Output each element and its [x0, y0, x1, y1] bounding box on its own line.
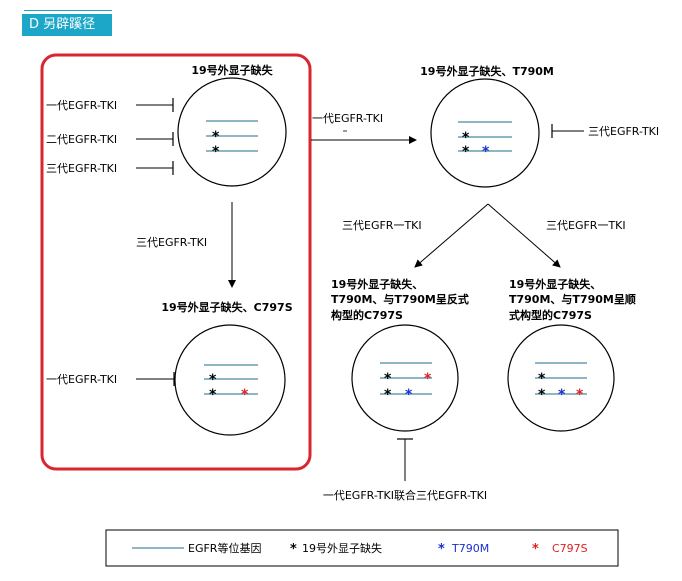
arrow-n3-n5-label: 三代EGFR一TKI — [546, 219, 626, 232]
node1-del19-marker: * — [212, 129, 220, 145]
legend-c797s-label: C797S — [552, 542, 588, 555]
arrow-n3-n4-label: 三代EGFR一TKI — [342, 219, 422, 232]
node1-cell — [177, 77, 287, 187]
node5-cell — [507, 324, 615, 432]
legend-t790m-label: T790M — [451, 542, 489, 555]
legend-del19-marker: * — [290, 542, 297, 557]
node1-title: 19号外显子缺失 — [191, 63, 273, 77]
node4-title-line: 19号外显子缺失、 — [331, 277, 423, 291]
node1-inhibitor-label: 二代EGFR-TKI — [46, 133, 117, 146]
node2-del19-marker: * — [209, 372, 217, 388]
node3-inhibitor-label: 三代EGFR-TKI — [588, 125, 659, 138]
node5-title-line: 式构型的C797S — [509, 308, 592, 322]
node3-cell — [430, 78, 540, 188]
node2-title: 19号外显子缺失、C797S — [161, 300, 292, 314]
node4-del19-marker: * — [384, 371, 392, 387]
header-rule — [24, 10, 112, 11]
node4-del19-marker: * — [384, 387, 392, 403]
node5-c797s-marker: * — [576, 387, 584, 403]
node4-t790m-marker: * — [405, 387, 413, 403]
legend-c797s-marker: * — [532, 542, 539, 557]
node2-inhibitor-label: 一代EGFR-TKI — [46, 373, 117, 386]
combo-inhibitor-label: 一代EGFR-TKI联合三代EGFR-TKI — [323, 488, 487, 502]
legend-gene-label: EGFR等位基因 — [188, 541, 261, 555]
node3-del19-marker: * — [462, 130, 470, 146]
highlight-frame — [40, 53, 312, 471]
node4-title-line: T790M、与T790M呈反式 — [331, 292, 469, 306]
node2-del19-marker: * — [209, 387, 217, 403]
arrow-n1-n2-label: 三代EGFR-TKI — [136, 236, 207, 249]
section-label: D 另辟蹊径 — [22, 14, 112, 36]
legend-t790m-marker: * — [438, 542, 445, 557]
node1-inhibitor-label: 三代EGFR-TKI — [46, 162, 117, 175]
arrow-n3-n4 — [414, 203, 489, 268]
node5-title-line: 19号外显子缺失、 — [509, 277, 601, 291]
node2-c797s-marker: * — [241, 387, 249, 403]
legend-box — [105, 529, 619, 567]
node1-inhibitor-label: 一代EGFR-TKI — [46, 99, 117, 112]
arrow-n3-n5 — [487, 203, 561, 268]
node1-del19-marker: * — [212, 144, 220, 160]
arrow-n1-n3-label: 一代EGFR-TKI — [312, 112, 383, 125]
node4-title-line: 构型的C797S — [331, 308, 403, 322]
node5-del19-marker: * — [538, 387, 546, 403]
node3-del19-marker: * — [462, 144, 470, 160]
legend-del19-label: 19号外显子缺失 — [302, 541, 382, 555]
node3-title: 19号外显子缺失、T790M — [420, 64, 554, 78]
node4-cell — [351, 324, 459, 432]
node4-c797s-marker: * — [424, 371, 432, 387]
node5-t790m-marker: * — [558, 387, 566, 403]
node5-title-line: T790M、与T790M呈顺 — [509, 292, 636, 306]
node2-cell — [174, 324, 286, 436]
node5-del19-marker: * — [538, 371, 546, 387]
node3-t790m-marker: * — [482, 144, 490, 160]
